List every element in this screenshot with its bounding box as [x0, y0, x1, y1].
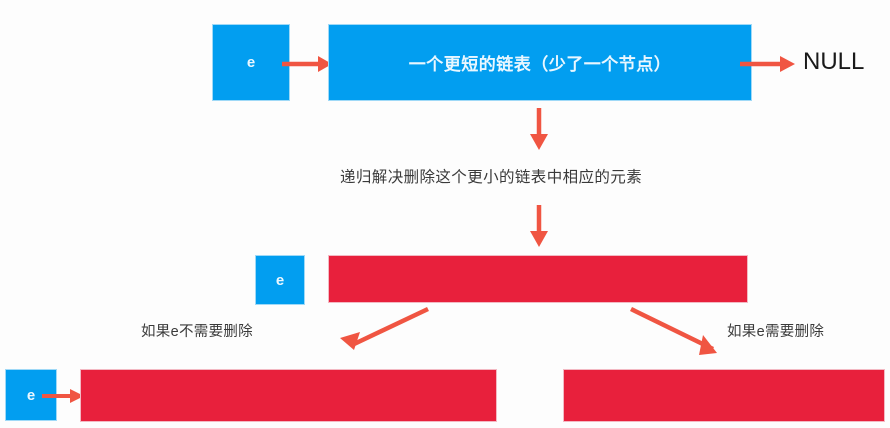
terminator-null-label: NULL	[803, 48, 865, 75]
node-shorter-list: 一个更短的链表（少了一个节点）	[328, 24, 752, 101]
bar-result-bottom-right	[563, 369, 885, 422]
bar-result-bottom-left	[80, 369, 497, 422]
arrow-branch-left	[340, 306, 429, 350]
node-e-middle: e	[255, 255, 305, 305]
step-caption: 递归解决删除这个更小的链表中相应的元素	[340, 165, 642, 187]
arrow-down-to-caption	[530, 108, 548, 150]
arrow-e-to-list	[282, 56, 332, 72]
node-shorter-list-label: 一个更短的链表（少了一个节点）	[408, 55, 672, 74]
terminator-null: NULL	[803, 48, 864, 76]
arrow-e-to-bar-bottom-left	[42, 389, 84, 403]
branch-label-left: 如果e不需要删除	[141, 320, 253, 341]
node-e-top-label: e	[246, 54, 256, 71]
node-e-bottom-left-label: e	[26, 386, 36, 404]
branch-label-left-text: 如果e不需要删除	[141, 324, 253, 340]
branch-label-right-text: 如果e需要删除	[727, 324, 825, 340]
node-e-top: e	[212, 24, 290, 101]
bar-result-middle	[328, 255, 748, 303]
node-e-middle-label: e	[275, 271, 285, 289]
arrow-down-to-result	[530, 205, 548, 247]
arrow-branch-right	[630, 306, 717, 355]
arrow-list-to-null	[740, 56, 795, 72]
step-caption-label: 递归解决删除这个更小的链表中相应的元素	[340, 169, 643, 186]
branch-label-right: 如果e需要删除	[727, 320, 824, 341]
